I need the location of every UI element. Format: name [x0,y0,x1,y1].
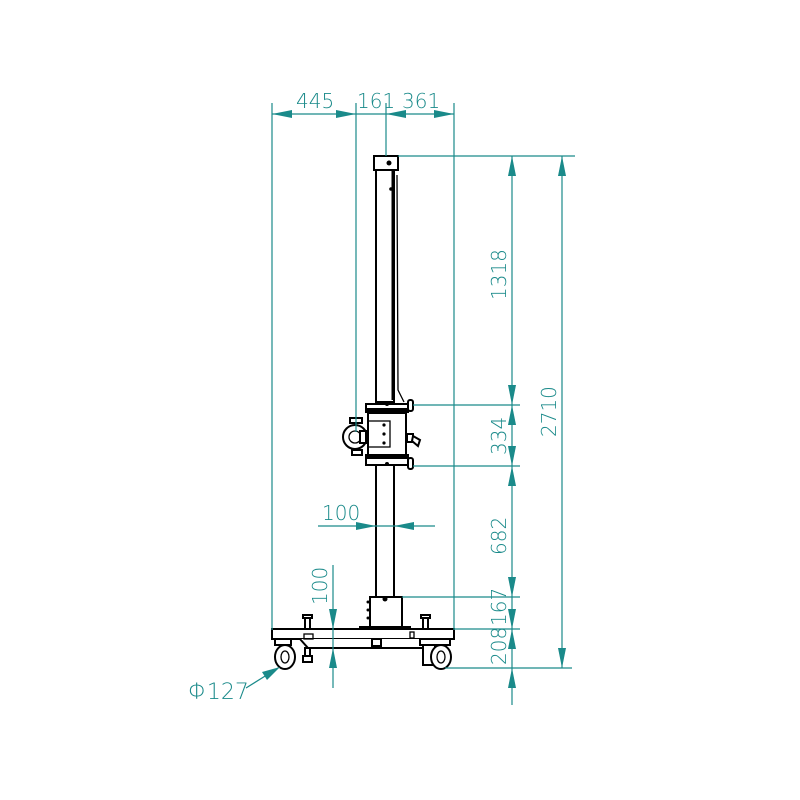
dim-column-width: 100 [322,501,360,525]
dimension-lines [245,103,575,705]
dim-208: 208 [487,627,511,665]
stand-object [271,155,455,670]
dim-1318: 1318 [487,249,511,300]
dim-foot-100: 100 [308,567,332,605]
dim-361: 361 [402,89,440,113]
dim-2710: 2710 [537,386,561,437]
caster-left [274,638,296,670]
dim-167: 167 [487,588,511,626]
dim-445: 445 [296,89,334,113]
wheel-diameter-label: Φ127 [188,680,249,705]
top-cap [373,155,399,171]
dim-334: 334 [487,417,511,455]
dim-682: 682 [487,517,511,555]
dim-161: 161 [357,89,395,113]
clamp-block [342,399,422,470]
caster-right [419,638,452,670]
